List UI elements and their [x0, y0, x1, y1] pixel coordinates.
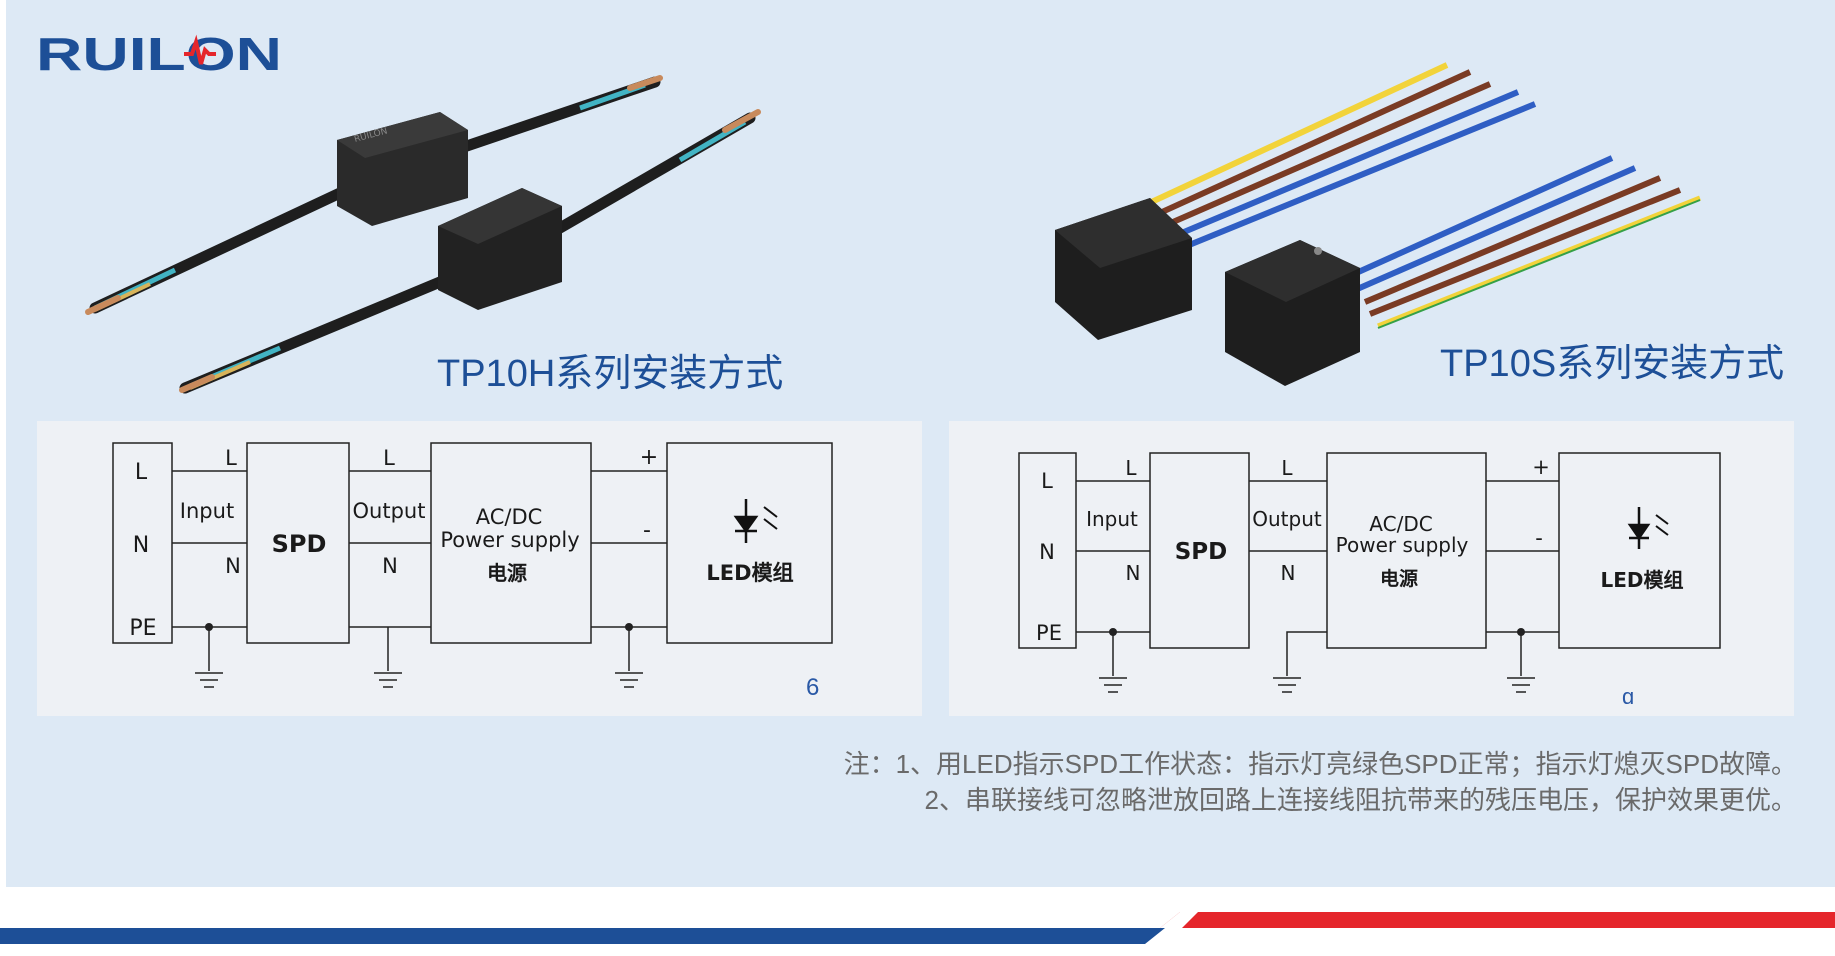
tp10h-product-image: RUILON: [85, 75, 761, 394]
label-led-module: LED模组: [1600, 568, 1683, 592]
label-led-module: LED模组: [706, 561, 793, 585]
ground-icon: [374, 672, 402, 688]
label-spd-out-n: N: [382, 554, 398, 578]
label-spd-in-n: N: [1126, 561, 1141, 585]
label-output: Output: [1252, 507, 1322, 531]
label-input: Input: [180, 499, 234, 523]
footer-stripe: [0, 912, 1835, 944]
led-diode-icon: [1627, 507, 1669, 549]
tp10s-series-title: TP10S系列安装方式: [1440, 343, 1785, 385]
led-module-box: [1558, 452, 1721, 649]
ground-icon: [1273, 677, 1301, 693]
ground-icon: [615, 672, 643, 688]
label-power-supply: Power supply: [440, 528, 579, 552]
label-spd-in-n: N: [225, 554, 241, 578]
label-pe: PE: [129, 616, 156, 641]
label-psu-cn: 电源: [1380, 567, 1418, 590]
label-n: N: [1039, 540, 1055, 564]
page-mark-right: g: [1622, 684, 1635, 704]
label-plus: +: [640, 445, 658, 470]
label-spd-in-l: L: [1125, 456, 1137, 480]
heartbeat-icon: [184, 34, 216, 65]
label-n: N: [133, 533, 149, 558]
label-plus: +: [1532, 455, 1550, 479]
logo-text: RUILON: [36, 30, 282, 76]
label-power-supply: Power supply: [1336, 533, 1469, 557]
tp10h-series-title: TP10H系列安装方式: [437, 353, 784, 395]
label-acdc: AC/DC: [476, 505, 543, 529]
label-spd-in-l: L: [225, 446, 237, 470]
led-module-box: [666, 442, 833, 644]
tp10s-product-image: [1055, 62, 1701, 386]
label-acdc: AC/DC: [1369, 512, 1432, 536]
label-output: Output: [353, 499, 426, 523]
note-line-2: 2、串联接线可忽略泄放回路上连接线阻抗带来的残压电压，保护效果更优。: [924, 785, 1797, 815]
ground-icon: [1099, 677, 1127, 693]
ground-icon: [195, 672, 223, 688]
ruilon-logo: RUILON: [36, 30, 282, 76]
label-spd-out-n: N: [1281, 561, 1296, 585]
label-minus: -: [643, 518, 651, 543]
ground-icon: [1507, 677, 1535, 693]
label-spd: SPD: [1175, 539, 1228, 565]
label-spd-out-l: L: [1281, 456, 1293, 480]
label-pe: PE: [1036, 621, 1062, 645]
product-photos: RUILON: [85, 62, 1701, 394]
led-diode-icon: [733, 499, 778, 543]
label-psu-cn: 电源: [487, 561, 527, 585]
note-line-1: 注：1、用LED指示SPD工作状态：指示灯亮绿色SPD正常；指示灯熄灭SPD故障…: [843, 749, 1797, 779]
label-spd: SPD: [272, 530, 327, 558]
label-spd-out-l: L: [383, 446, 395, 470]
wiring-diagram-tp10h: L N PE L N Input SPD L N Output AC/DC Po…: [37, 421, 922, 716]
notes-block: 注：1、用LED指示SPD工作状态：指示灯亮绿色SPD正常；指示灯熄灭SPD故障…: [844, 746, 1797, 818]
label-l: L: [135, 460, 148, 485]
label-l: L: [1041, 469, 1053, 493]
label-minus: -: [1535, 526, 1543, 550]
page-mark-left: 6: [806, 674, 820, 701]
label-input: Input: [1086, 507, 1138, 531]
wiring-diagram-tp10s: L N PE L N Input SPD L N Output AC/DC Po…: [949, 421, 1794, 716]
